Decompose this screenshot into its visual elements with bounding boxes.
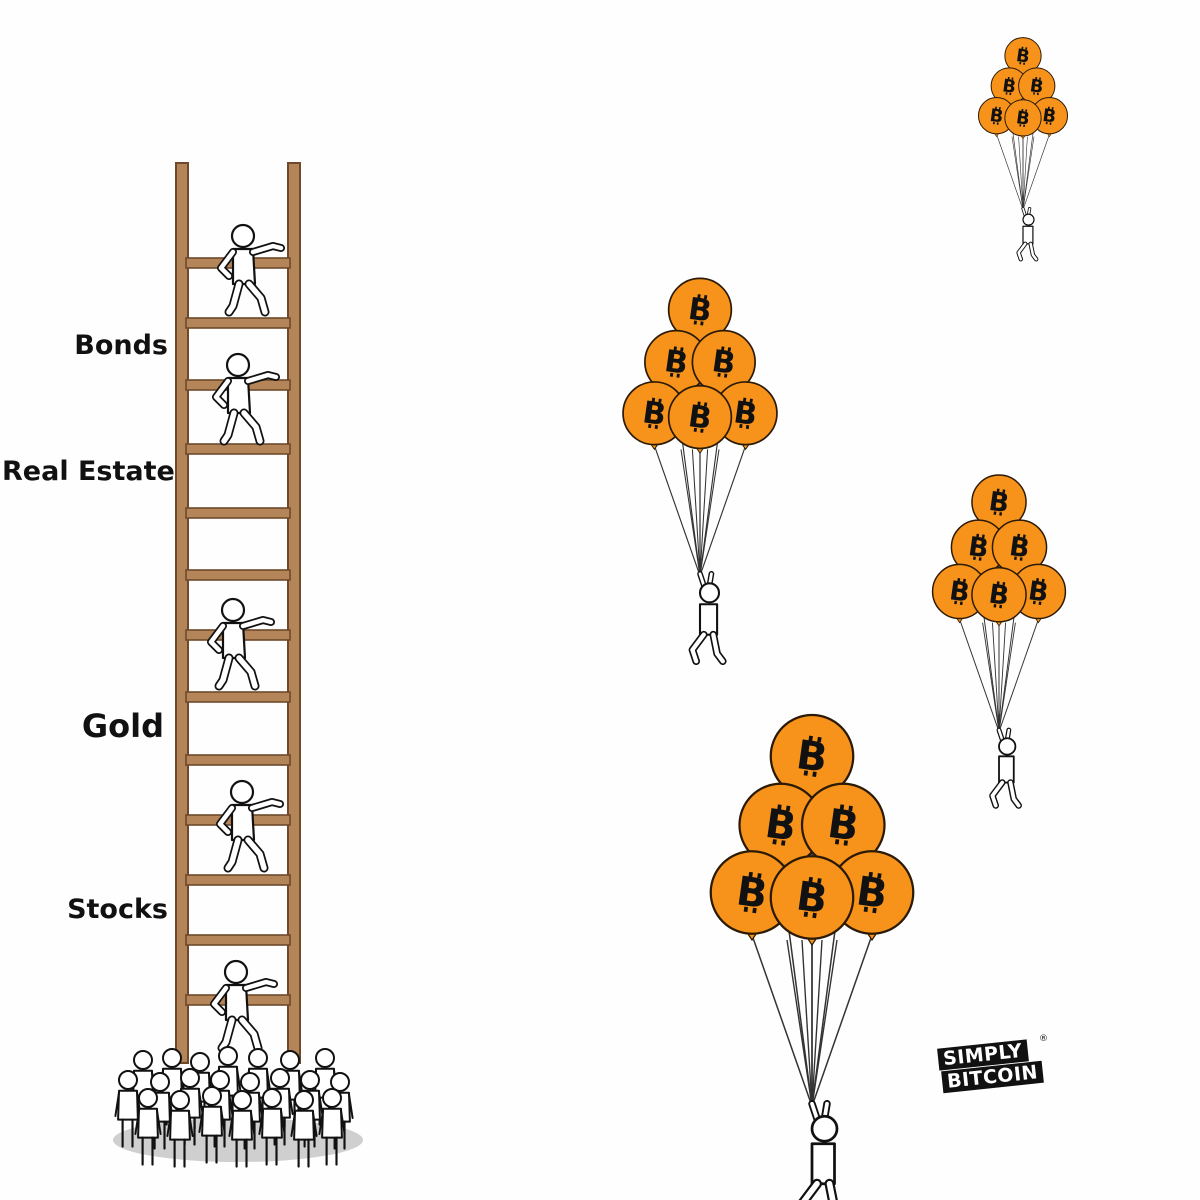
bitcoin-symbol: B — [1007, 532, 1031, 564]
bitcoin-balloon: B — [667, 277, 733, 347]
bitcoin-balloon: B — [691, 329, 756, 399]
ladder-rung — [185, 569, 291, 581]
crowd-person — [290, 1090, 318, 1168]
ladder-rung — [185, 934, 291, 946]
hanging-person — [798, 1100, 839, 1200]
bitcoin-symbol: B — [987, 487, 1011, 519]
ladder-rung — [185, 874, 291, 886]
label-gold: Gold — [81, 707, 164, 745]
crowd-person — [198, 1086, 226, 1164]
bitcoin-balloon: B — [769, 855, 855, 947]
bitcoin-balloon: B — [971, 474, 1027, 534]
label-real-estate: Real Estate — [2, 456, 175, 487]
ladder-right-rail — [287, 162, 301, 1064]
bitcoin-symbol: B — [987, 580, 1011, 612]
bitcoin-symbol: B — [948, 576, 972, 608]
bitcoin-balloon: B — [950, 519, 1007, 580]
simply-bitcoin-logo: SIMPLY BITCOIN ® — [934, 1034, 1050, 1094]
hanging-person — [1016, 207, 1039, 262]
ladder-rung — [185, 443, 291, 455]
ladder-rung — [185, 691, 291, 703]
crowd-at-ladder-base — [114, 1046, 354, 1168]
bitcoin-balloon: B — [769, 713, 855, 805]
hanging-person — [688, 571, 727, 666]
ladder-rung — [185, 507, 291, 519]
bitcoin-symbol: B — [1015, 46, 1031, 68]
climber-figure — [212, 352, 280, 446]
crowd-person — [318, 1088, 346, 1166]
bitcoin-balloon: B — [1004, 99, 1042, 140]
label-stocks: Stocks — [67, 894, 168, 925]
bitcoin-balloon: B — [667, 384, 733, 455]
bitcoin-symbol: B — [1041, 106, 1057, 128]
bitcoin-balloon: B — [931, 563, 988, 624]
registered-mark: ® — [1039, 1034, 1048, 1044]
ladder-climbers — [207, 223, 285, 1053]
bitcoin-symbol: B — [966, 532, 990, 564]
bitcoin-balloon: B — [991, 519, 1048, 580]
crowd-person — [114, 1070, 142, 1148]
bitcoin-balloon: B — [971, 566, 1027, 627]
ladder-rung — [185, 754, 291, 766]
climber-figure — [207, 597, 275, 691]
bitcoin-symbol: B — [1026, 576, 1050, 608]
climber-figure — [216, 779, 284, 873]
label-bonds: Bonds — [74, 330, 168, 361]
bitcoin-symbol: B — [1001, 76, 1017, 98]
crowd-person — [258, 1088, 286, 1166]
crowd-person — [228, 1090, 256, 1168]
bitcoin-symbol: B — [988, 106, 1004, 128]
bitcoin-symbol: B — [1029, 76, 1045, 98]
bitcoin-balloon: B — [1018, 67, 1056, 108]
climber-figure — [210, 959, 278, 1053]
crowd-person — [134, 1088, 162, 1166]
crowd-person — [166, 1090, 194, 1168]
bitcoin-symbol: B — [1015, 108, 1031, 130]
climber-figure — [217, 223, 285, 317]
ladder-rung — [185, 317, 291, 329]
ladder-left-rail — [175, 162, 189, 1064]
hanging-person — [989, 727, 1022, 809]
